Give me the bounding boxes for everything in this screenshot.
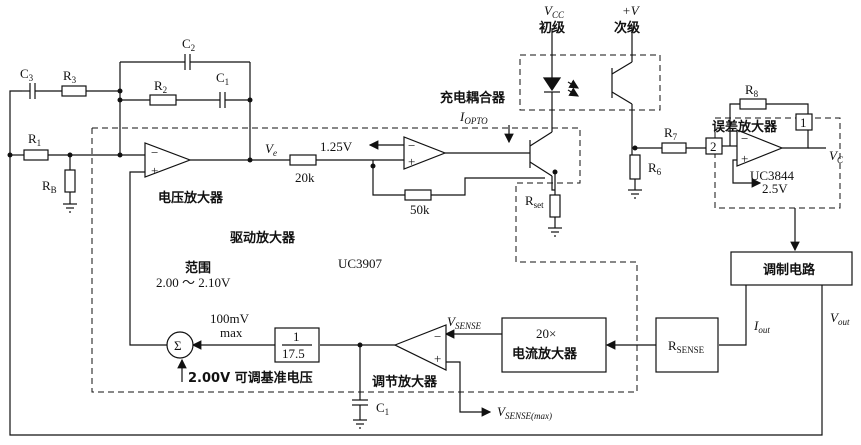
- rb-label: RB: [42, 178, 57, 195]
- optocoupler-label: 充电耦合器: [440, 90, 506, 106]
- uc3844-label: UC3844: [750, 168, 795, 183]
- r2-label: R2: [154, 78, 167, 95]
- voltage-amp-wiring: [129, 95, 562, 346]
- drive-amplifier-symbol: [403, 136, 447, 170]
- rset-label: Rset: [525, 193, 544, 210]
- ea-minus: −: [741, 131, 748, 146]
- r7-label: R7: [664, 125, 678, 142]
- fraction-numerator: 1: [293, 329, 300, 344]
- da-minus: −: [408, 138, 415, 153]
- optocoupler: [542, 25, 706, 199]
- voltage-amplifier-symbol: [144, 142, 192, 178]
- max-label: max: [220, 325, 243, 340]
- feedback-network: [9, 54, 823, 436]
- r6-label: R6: [648, 160, 662, 177]
- regulation-wiring: [177, 327, 492, 429]
- reference-voltage-label: 2.00V 可调基准电压: [188, 370, 313, 386]
- regulation-amplifier-symbol: [393, 324, 447, 371]
- r1-label: R1: [28, 131, 41, 148]
- r8-label: R8: [745, 82, 759, 99]
- optocoupler-boundary: [519, 54, 661, 111]
- uc3844-boundary: [714, 117, 841, 209]
- vcc-label: VCC: [544, 3, 565, 20]
- range-value: 2.00 ～ 2.10V: [156, 275, 231, 290]
- pin1-label: 1: [800, 115, 807, 130]
- current-amp-gain: 20×: [536, 326, 556, 341]
- drive-amplifier-label: 驱动放大器: [230, 230, 296, 246]
- pin2-label: 2: [710, 139, 717, 154]
- c1-top-label: C1: [216, 70, 229, 87]
- regulation-amplifier-label: 调节放大器: [372, 374, 438, 390]
- uc3907-label: UC3907: [338, 256, 383, 271]
- ea-plus: +: [741, 151, 748, 166]
- power-stage: [444, 251, 853, 373]
- uc3907-boundary: [91, 127, 638, 393]
- 100mv-label: 100mV: [210, 311, 250, 326]
- voltage-amplifier-label: 电压放大器: [158, 190, 224, 206]
- junction-dots: [7, 88, 811, 348]
- c2-label: C2: [182, 36, 195, 53]
- summing-junction: [166, 331, 194, 359]
- rsense-label: RSENSE: [668, 338, 705, 355]
- r3-label: R3: [63, 68, 77, 85]
- da-plus: +: [408, 154, 415, 169]
- r50k-label: 50k: [410, 202, 430, 217]
- modulation-circuit-label: 调制电路: [763, 262, 816, 278]
- current-amplifier-label: 电流放大器: [512, 346, 578, 362]
- vsense-max-label: VSENSE(max): [497, 404, 552, 421]
- plus-v-label: +V: [622, 3, 641, 18]
- vc-label: VC: [829, 148, 844, 165]
- iout-label: Iout: [753, 318, 770, 335]
- secondary-label: 次级: [614, 20, 641, 36]
- va-minus: −: [151, 145, 158, 160]
- error-amplifier-label: 误差放大器: [712, 119, 778, 135]
- va-plus: +: [151, 163, 158, 178]
- vout-label: Vout: [830, 310, 850, 327]
- r20k-label: 20k: [295, 170, 315, 185]
- v25-label: 2.5V: [762, 181, 788, 196]
- ra-minus: −: [434, 329, 441, 344]
- range-label: 范围: [185, 260, 211, 276]
- fraction-denominator: 17.5: [282, 346, 305, 361]
- c1-bottom-label: C1: [376, 400, 389, 417]
- v125-label: 1.25V: [320, 139, 353, 154]
- uc3844-error-amp: [705, 98, 826, 252]
- c3-label: C3: [20, 66, 34, 83]
- primary-label: 初级: [539, 20, 566, 36]
- iopto-label: IOPTO: [459, 109, 488, 126]
- vsense-label: VSENSE: [447, 314, 481, 331]
- ve-label: Ve: [265, 141, 277, 158]
- ra-plus: +: [434, 351, 441, 366]
- sum-symbol: Σ: [174, 338, 182, 353]
